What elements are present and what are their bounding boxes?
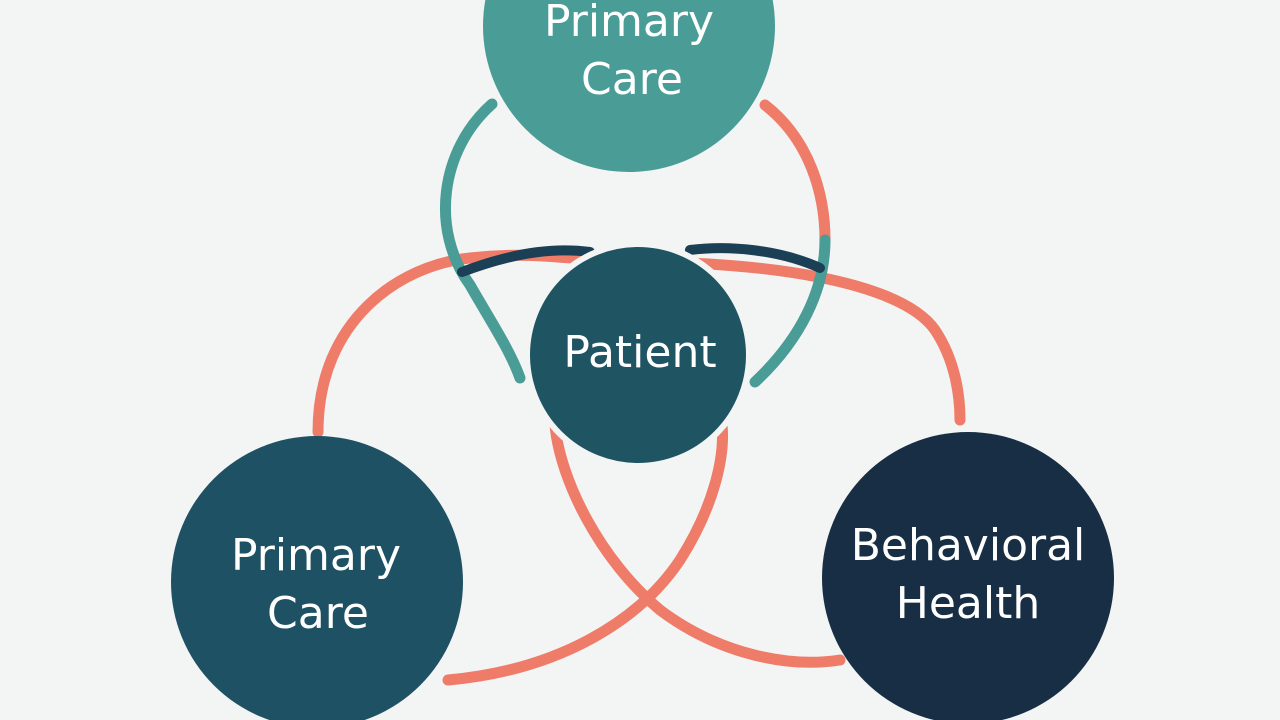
navy-crossing-arc: [457, 243, 825, 277]
node-left-label-line2: Care: [267, 588, 369, 639]
node-center[interactable]: Patient: [524, 241, 752, 469]
coral-lower-right-arc: [549, 419, 846, 668]
coral-lower-left-arc: [442, 419, 728, 686]
node-right[interactable]: Behavioral Health: [822, 432, 1114, 720]
node-left-circle: [171, 436, 463, 720]
node-left-label-line1: Primary: [231, 530, 401, 581]
node-center-circle: [524, 241, 752, 469]
node-center-label: Patient: [563, 327, 716, 378]
node-right-circle: [822, 432, 1114, 720]
node-top-label-line2: Care: [581, 54, 683, 105]
node-top[interactable]: Primary Care: [483, 0, 775, 172]
teal-left-loop: [439, 98, 526, 384]
node-right-label-line2: Health: [896, 578, 1040, 629]
node-right-label-line1: Behavioral: [851, 520, 1086, 571]
node-top-circle: [483, 0, 775, 172]
node-left[interactable]: Primary Care: [171, 436, 463, 720]
coral-top-right-arc: [759, 99, 831, 246]
node-top-label-line1: Primary: [544, 0, 714, 47]
teal-right-loop: [749, 234, 831, 388]
